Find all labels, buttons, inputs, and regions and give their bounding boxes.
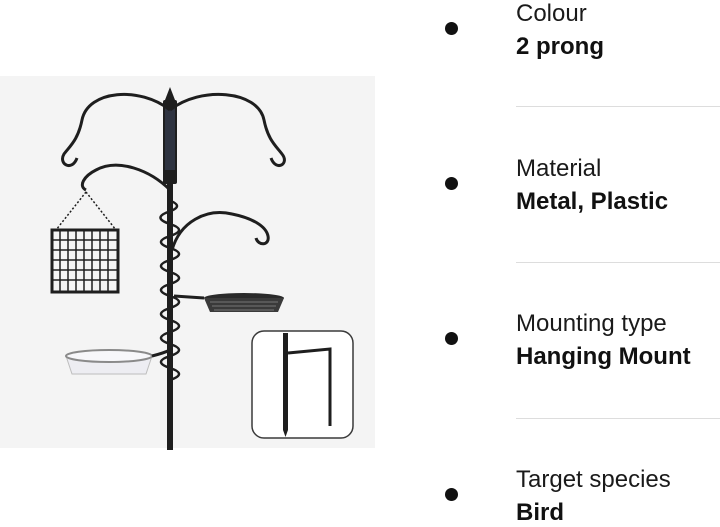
bullet-dot-icon [445, 332, 458, 345]
spec-divider [516, 262, 720, 263]
spec-label: Colour [516, 0, 587, 27]
spec-label: Mounting type [516, 310, 667, 337]
spec-divider [516, 106, 720, 107]
water-dish [65, 348, 171, 375]
bullet-dot-icon [445, 22, 458, 35]
spec-list: Colour 2 prong Material Metal, Plastic M… [430, 0, 720, 526]
top-right-hook-arm [169, 92, 286, 167]
spec-item-colour: Colour 2 prong [430, 0, 720, 60]
spec-item-target-species: Target species Bird [430, 466, 720, 526]
spec-label: Material [516, 155, 602, 182]
mid-right-hook-arm [170, 211, 270, 251]
spec-value: 2 prong [516, 33, 604, 60]
pole-spiral [159, 198, 181, 382]
spec-divider [516, 418, 720, 419]
top-left-hook-arm [61, 92, 171, 167]
spec-item-mounting-type: Mounting type Hanging Mount [430, 310, 720, 370]
mesh-tray [173, 293, 284, 312]
spec-value: Metal, Plastic [516, 188, 669, 215]
bullet-dot-icon [445, 177, 458, 190]
mid-left-hook-arm [80, 163, 172, 192]
ground-stake-inset [251, 330, 354, 439]
bullet-dot-icon [445, 488, 458, 501]
spec-item-material: Material Metal, Plastic [430, 155, 720, 215]
spec-label: Target species [516, 466, 671, 493]
suet-cage-feeder [50, 191, 120, 294]
spec-value: Bird [516, 499, 564, 526]
product-image [0, 76, 375, 450]
bird-feeding-station-illustration [0, 76, 375, 450]
spec-value: Hanging Mount [516, 343, 691, 370]
